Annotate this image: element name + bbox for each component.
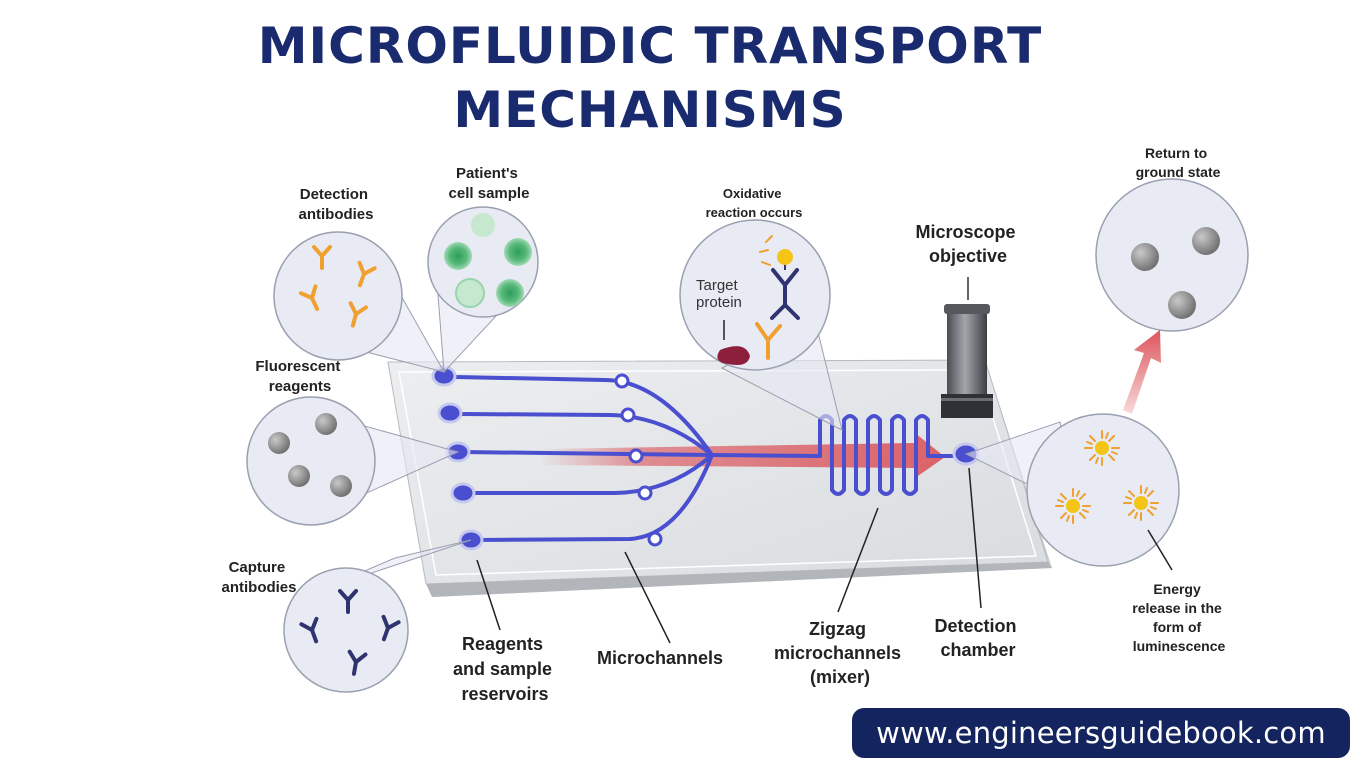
sunburst-icon [1055, 488, 1091, 524]
microscope-objective [941, 277, 993, 418]
title-line-2: MECHANISMS [453, 81, 847, 139]
cell-sample-circle [427, 206, 539, 318]
reservoir-4 [450, 482, 476, 504]
target-protein-label-2: protein [696, 294, 742, 311]
luminescence-circle [1026, 413, 1180, 567]
channel-valves [614, 373, 663, 547]
target-protein-label-1: Target [696, 277, 739, 294]
website-badge[interactable]: www.engineersguidebook.com [852, 708, 1350, 758]
capture-antibodies-label: Capture antibodies [221, 559, 296, 596]
zigzag-label: Zigzag microchannels (mixer) [774, 619, 906, 687]
cell-icon [504, 238, 532, 266]
reservoirs-label: Reagents and sample reservoirs [453, 634, 557, 704]
microscope-objective-label: Microscope objective [915, 222, 1020, 266]
fluorescent-reagents-label: Fluorescent reagents [255, 358, 344, 395]
cell-icon [455, 278, 485, 308]
title-line-1: MICROFLUIDIC TRANSPORT [257, 17, 1043, 75]
detection-antibodies-label: Detection antibodies [298, 186, 373, 223]
sunburst-icon [1084, 430, 1120, 466]
ground-state-circle [1095, 178, 1249, 332]
page-title: MICROFLUIDIC TRANSPORT MECHANISMS [220, 14, 1080, 142]
fluorescent-reagents-circle [246, 396, 376, 526]
return-arrow [1123, 330, 1161, 414]
leader-lines [476, 467, 1173, 644]
reservoir-2 [437, 402, 463, 424]
detection-antibodies-circle [273, 231, 403, 361]
energy-release-label: Energy release in the form of luminescen… [1132, 581, 1225, 654]
oxidative-reaction-label: Oxidative reaction occurs [706, 186, 803, 220]
detection-chamber-label: Detection chamber [934, 616, 1021, 660]
oxidative-reaction-circle: Target protein [679, 219, 831, 371]
capture-antibodies-circle [283, 567, 409, 693]
microchannels-network [454, 375, 967, 542]
cell-icon [496, 279, 524, 307]
cell-sample-label: Patient's cell sample [449, 165, 530, 202]
diagram-labels: Detection antibodies Patient's cell samp… [221, 145, 1225, 704]
sunburst-icon [1123, 485, 1159, 521]
ground-state-label: Return to ground state [1136, 145, 1221, 180]
microchannels-label: Microchannels [597, 648, 723, 668]
cell-icon [444, 242, 472, 270]
